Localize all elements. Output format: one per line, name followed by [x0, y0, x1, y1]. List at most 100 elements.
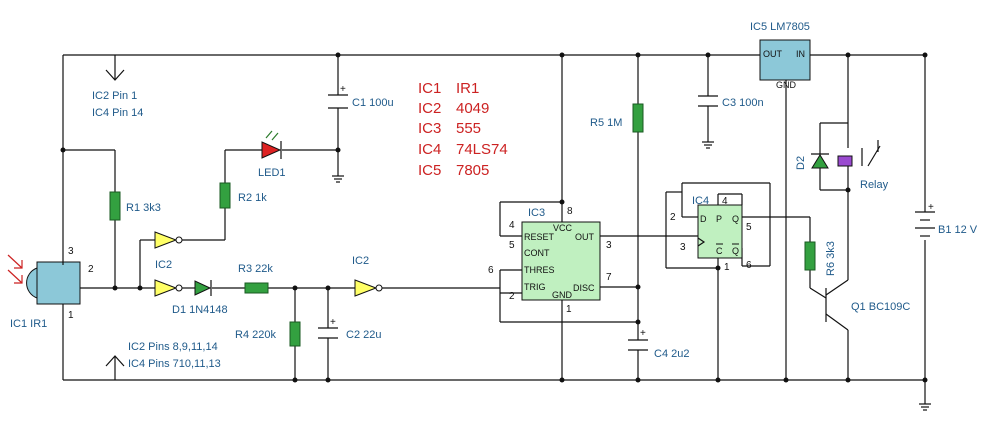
- diode-d2-icon: [811, 153, 829, 169]
- part-name: 74LS74: [456, 141, 508, 158]
- polarity-plus: +: [640, 328, 646, 339]
- pin-number: 1: [724, 262, 730, 273]
- r1-label: R1 3k3: [126, 202, 161, 214]
- ic3-vcc: VCC: [553, 223, 573, 233]
- r3-label: R3 22k: [238, 263, 273, 275]
- r5-label: R5 1M: [590, 117, 622, 129]
- diode-d1-icon: [194, 280, 212, 296]
- part-name: 555: [456, 120, 481, 137]
- ic3-thres: THRES: [524, 265, 555, 275]
- c3-label: C3 100n: [722, 97, 764, 109]
- capacitor-c4: [628, 339, 648, 351]
- pin-number: 1: [566, 304, 572, 315]
- junction-dots: [60, 52, 928, 383]
- ic3-reset: RESET: [524, 232, 555, 242]
- part-name: 7805: [456, 162, 489, 179]
- ground-icon: [702, 141, 714, 149]
- ic3-gnd: GND: [552, 290, 573, 300]
- pin-number: 5: [746, 222, 752, 233]
- pin-number: 6: [746, 260, 752, 271]
- resistor-r2: [219, 182, 231, 209]
- resistor-r5: [632, 103, 644, 133]
- ic4-qbar: Q: [732, 246, 739, 256]
- ic2-pin1-label: IC2 Pin 1: [92, 90, 137, 102]
- part-ref: IC4: [418, 141, 441, 158]
- pin-number: 4: [509, 220, 515, 231]
- relay-label: Relay: [860, 179, 889, 191]
- d1-label: D1 1N4148: [172, 304, 228, 316]
- ground-icon: [919, 403, 931, 411]
- gnd-arrow-icon: [105, 355, 125, 380]
- polarity-plus: +: [340, 84, 346, 95]
- ic3-disc: DISC: [573, 283, 595, 293]
- part-ref: IC5: [418, 162, 441, 179]
- part-list: IC1 IR1 IC2 4049 IC3 555 IC4 74LS74 IC5 …: [418, 80, 508, 179]
- ic2-gnd-pins-label: IC2 Pins 8,9,11,14: [128, 341, 218, 353]
- led-icon: [261, 130, 282, 159]
- timer-ic3: [521, 221, 601, 301]
- pin-number: 4: [722, 196, 728, 207]
- ic4-pin14-label: IC4 Pin 14: [92, 107, 143, 119]
- relay-switch-icon: [861, 140, 881, 167]
- polarity-plus: +: [330, 317, 336, 328]
- b1-label: B1 12 V: [938, 224, 978, 236]
- part-ref: IC2: [418, 100, 441, 117]
- r6-label: R6 3k3: [825, 241, 837, 276]
- ic3-cont: CONT: [524, 248, 550, 258]
- ground-icon: [332, 175, 344, 183]
- resistor-r4: [289, 321, 301, 347]
- battery-icon: [915, 211, 935, 237]
- pin-number: 3: [680, 242, 686, 253]
- part-name: 4049: [456, 100, 489, 117]
- inverter-gate-c: [354, 279, 383, 297]
- resistor-r3: [244, 282, 269, 294]
- ic4-c: C: [716, 246, 723, 256]
- d2-label: D2: [795, 156, 807, 170]
- ic5-in-label: IN: [796, 49, 805, 59]
- c4-label: C4 2u2: [654, 348, 689, 360]
- q1-label: Q1 BC109C: [851, 301, 910, 313]
- ic1-label: IC1 IR1: [10, 318, 47, 330]
- relay-coil-icon: [837, 155, 853, 175]
- ic2-label-a: IC2: [155, 259, 172, 271]
- r2-label: R2 1k: [238, 192, 267, 204]
- pin-number: 6: [488, 265, 494, 276]
- pin-number: 2: [88, 264, 94, 275]
- pin-number: 2: [509, 291, 515, 302]
- ic3-label: IC3: [528, 207, 545, 219]
- inverter-gate-b: [154, 279, 183, 297]
- ic4-label: IC4: [692, 195, 709, 207]
- ic5-out-label: OUT: [763, 49, 783, 59]
- ic5-gnd-label: GND: [776, 80, 797, 90]
- ic4-gnd-pins-label: IC4 Pins 710,11,13: [128, 358, 221, 370]
- ic5-title: IC5 LM7805: [750, 21, 810, 33]
- flipflop-ic4: [697, 204, 743, 259]
- wires: [62, 54, 926, 404]
- part-ref: IC1: [418, 80, 441, 97]
- ic4-q: Q: [732, 214, 739, 224]
- pin-number: 3: [68, 246, 74, 257]
- pin-number: 8: [567, 206, 573, 217]
- polarity-plus: +: [928, 202, 934, 213]
- led1-label: LED1: [258, 167, 286, 179]
- ic3-out: OUT: [575, 232, 595, 242]
- pin-number: 5: [509, 240, 515, 251]
- resistor-r1: [109, 191, 121, 221]
- vcc-arrow-icon: [105, 55, 125, 81]
- capacitor-c2: [318, 327, 338, 339]
- inverter-gate-a: [154, 231, 183, 249]
- pin-number: 3: [606, 240, 612, 251]
- ic3-trig: TRIG: [524, 282, 546, 292]
- c1-label: C1 100u: [352, 97, 394, 109]
- pin-number: 1: [68, 310, 74, 321]
- capacitor-c1: [328, 94, 348, 109]
- pin-number: 2: [670, 212, 676, 223]
- ir-receiver-ic1: [26, 261, 81, 318]
- resistor-r6: [804, 241, 816, 271]
- r4-label: R4 220k: [235, 329, 276, 341]
- part-name: IR1: [456, 80, 479, 97]
- regulator-ic5: [759, 39, 811, 81]
- capacitor-c3: [698, 95, 718, 107]
